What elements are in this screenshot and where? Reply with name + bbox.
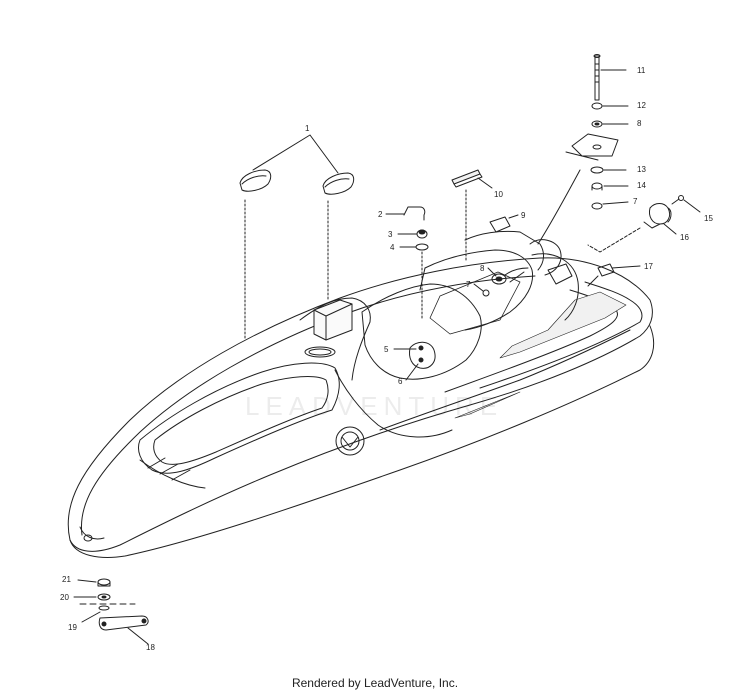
part-17-decal [587, 263, 641, 287]
callout-7-seat: 7 [466, 280, 471, 289]
part-10-trim-strip [451, 169, 493, 263]
callout-5: 5 [384, 345, 389, 354]
callout-21: 21 [62, 575, 71, 584]
callout-2: 2 [378, 210, 383, 219]
parts-18-21-mount [73, 578, 149, 645]
callout-17: 17 [644, 262, 653, 271]
callout-10: 10 [494, 190, 503, 199]
callout-3: 3 [388, 230, 393, 239]
footer-credit: Rendered by LeadVenture, Inc. [291, 676, 459, 690]
callout-14: 14 [637, 181, 646, 190]
callout-19: 19 [68, 623, 77, 632]
callout-1: 1 [305, 124, 310, 133]
callout-12: 12 [637, 101, 646, 110]
hull [67, 230, 655, 558]
callout-20: 20 [60, 593, 69, 602]
parts-2-3-4-retainer [385, 206, 429, 321]
callout-13: 13 [637, 165, 646, 174]
callout-6: 6 [398, 377, 403, 386]
callout-8-stack: 8 [637, 119, 642, 128]
callout-11: 11 [637, 66, 646, 75]
parts-15-16-bumper [587, 195, 701, 253]
callout-7-stack: 7 [633, 197, 638, 206]
parts-5-6-plate [393, 341, 436, 381]
callout-9: 9 [521, 211, 526, 220]
part-9-decal [489, 214, 519, 233]
part-1-bumper-caps [239, 134, 355, 341]
callout-4: 4 [390, 243, 395, 252]
parts-7-8-seat-fasteners [473, 267, 529, 297]
callout-15: 15 [704, 214, 713, 223]
watermark-text: LEADVENTURE [245, 391, 503, 421]
parts-11-14-stud-stack [537, 54, 629, 245]
callout-8-seat: 8 [480, 264, 485, 273]
callout-16: 16 [680, 233, 689, 242]
callout-18: 18 [146, 643, 155, 652]
callout-labels: 1 2 3 4 5 6 7 8 9 10 11 12 8 13 14 7 15 … [60, 66, 713, 652]
